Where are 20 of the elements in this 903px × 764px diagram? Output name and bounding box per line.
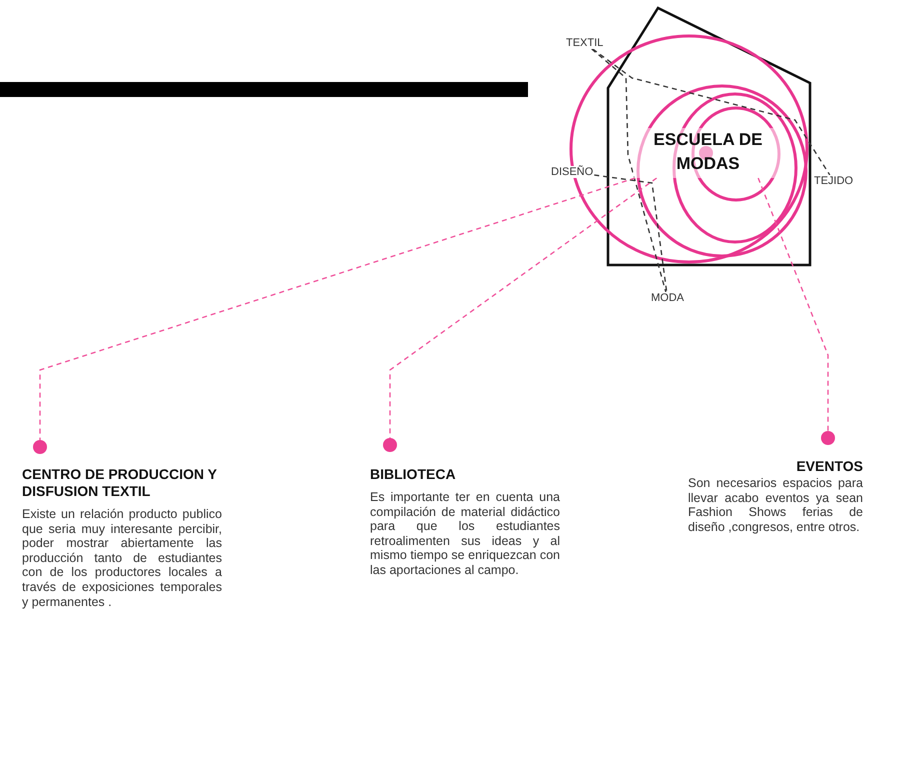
leader-line (389, 177, 658, 438)
dashed-connector (591, 48, 666, 292)
pin-dot (33, 440, 47, 454)
section-heading: EVENTOS (795, 458, 863, 475)
section-text: Son necesarios espacios para llevar acabo eventos ya sean Fashion Shows ferias de diseño ,congresos, entre otros. (688, 476, 863, 534)
axis-label: TEXTIL (565, 37, 604, 49)
section-heading: CENTRO DE PRODUCCION Y DISFUSION TEXTIL (22, 466, 218, 500)
axis-label: DISEÑO (550, 166, 594, 178)
house-label: ESCUELA DE MODAS (633, 128, 783, 178)
dashed-connector (594, 174, 668, 292)
leader-line (758, 178, 829, 431)
pin-dot (383, 438, 397, 452)
dashed-connector (592, 48, 830, 176)
leader-line (39, 177, 636, 440)
axis-label: MODA (650, 292, 685, 304)
pin-dot (821, 431, 835, 445)
section-text: Existe un relación producto publico que seria muy interesante percibir, poder mostrar abiertamente las producción tanto de estudiantes con de los productores locales a través de exposiciones temporales y permanentes . (22, 507, 222, 610)
section-text: Es importante ter en cuenta una compilación de material didáctico para que los estudiantes retroalimenten sus ideas y al mismo tiempo se enriquezcan con las aportaciones al campo. (370, 490, 560, 578)
axis-label: TEJIDO (813, 175, 854, 187)
section-heading: BIBLIOTECA (370, 466, 457, 483)
